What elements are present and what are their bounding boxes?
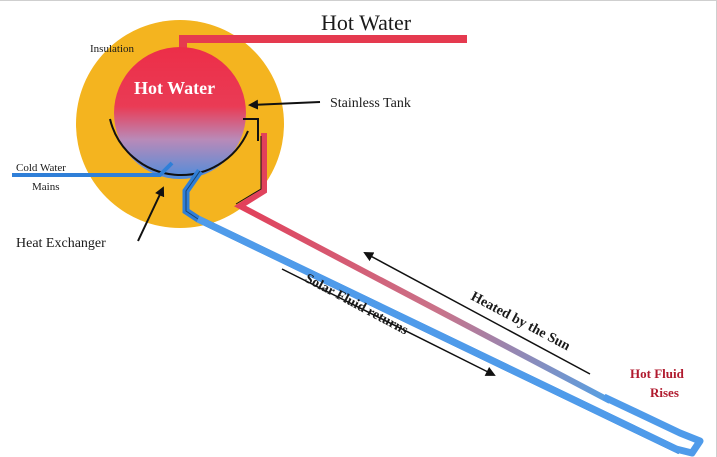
collector-end-loop	[196, 215, 704, 457]
mains-label: Mains	[32, 181, 60, 193]
insulation-label: Insulation	[90, 43, 134, 55]
solar-fluid-returns-arrow	[281, 268, 496, 376]
heated-by-sun-arrow	[363, 252, 591, 375]
hot-fluid-riser-pipe	[233, 133, 612, 404]
heat-exchanger-jacket	[109, 118, 249, 177]
heated-by-sun-label: Heated by the Sun	[468, 289, 572, 354]
hot-fluid-label: Hot Fluid	[630, 366, 685, 381]
tank-content-label: Hot Water	[134, 78, 215, 98]
hot-water-outlet-label: Hot Water	[321, 10, 412, 35]
rises-label: Rises	[650, 385, 679, 400]
stainless-tank-pointer	[248, 99, 321, 110]
cold-water-mains-pipe	[12, 161, 174, 177]
heat-exchanger-pointer	[137, 186, 165, 242]
cold-water-label: Cold Water	[16, 162, 66, 174]
hot-fluid-riser-outline	[235, 136, 262, 205]
heat-exchanger-label: Heat Exchanger	[16, 236, 106, 251]
heat-exchanger-cap	[243, 118, 259, 141]
stainless-tank	[114, 47, 246, 179]
stainless-tank-label: Stainless Tank	[330, 96, 411, 111]
solar-fluid-returns-label: Solar Fluid returns	[302, 271, 411, 338]
